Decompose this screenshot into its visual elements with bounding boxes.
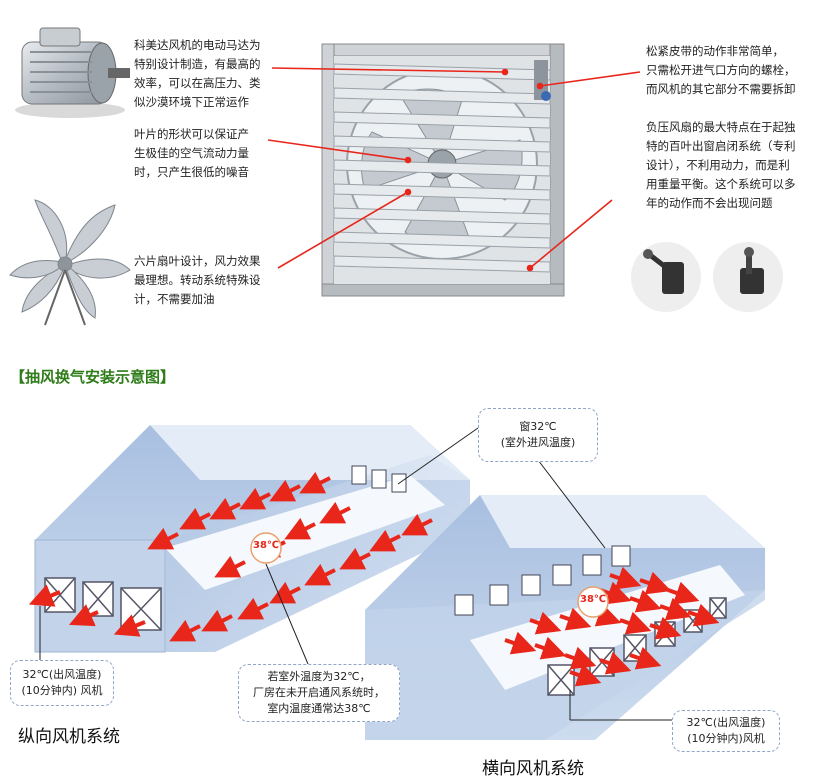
label-longitudinal-system: 纵向风机系统 — [18, 727, 120, 747]
section-title: 【抽风换气安装示意图】 — [10, 368, 176, 386]
indoor-temp-left: 38℃ — [252, 540, 280, 551]
outlet-callout-right: 32℃(出风温度) (10分钟内)风机 — [672, 710, 780, 752]
airflow-arrows — [28, 471, 720, 687]
shutter-description: 负压风扇的最大特点在于起独 特的百叶出窗启闭系统（专利 设计），不利用动力，而是… — [646, 120, 796, 210]
blade-shape-description: 叶片的形状可以保证产 生极佳的空气流动力量 时，只产生很低的噪音 — [134, 127, 249, 179]
exhaust-fan-image — [321, 43, 565, 297]
label-transverse-system: 横向风机系统 — [482, 759, 584, 779]
motor-image — [15, 27, 130, 118]
outlet-callout-left: 32℃(出风温度) (10分钟内) 风机 — [10, 660, 114, 706]
indoor-temp-callout: 若室外温度为32℃， 厂房在未开启通风系统时， 室内温度通常达38℃ — [238, 664, 400, 722]
belt-description: 松紧皮带的动作非常简单， 只需松开进气口方向的螺栓， 而风机的其它部分不需要拆卸 — [646, 44, 796, 96]
callout-connectors — [39, 427, 672, 721]
six-blade-description: 六片扇叶设计，风力效果 最理想。转动系统特殊设 计，不需要加油 — [134, 254, 261, 306]
shutter-mechanism-image-2 — [713, 242, 783, 312]
shutter-mechanism-image-1 — [631, 242, 701, 312]
indoor-temp-badge-right — [577, 586, 609, 618]
window-callout: 窗32℃ (室外进风温度) — [478, 408, 598, 462]
indoor-temp-right: 38℃ — [579, 594, 607, 605]
six-blade-fan-image — [9, 199, 131, 326]
pointer-lines — [267, 67, 641, 272]
motor-description: 科美达风机的电动马达为 特别设计制造，有最高的 效率，可以在高压力、类 似沙漠环… — [134, 38, 261, 109]
indoor-temp-badge-left — [250, 532, 282, 564]
